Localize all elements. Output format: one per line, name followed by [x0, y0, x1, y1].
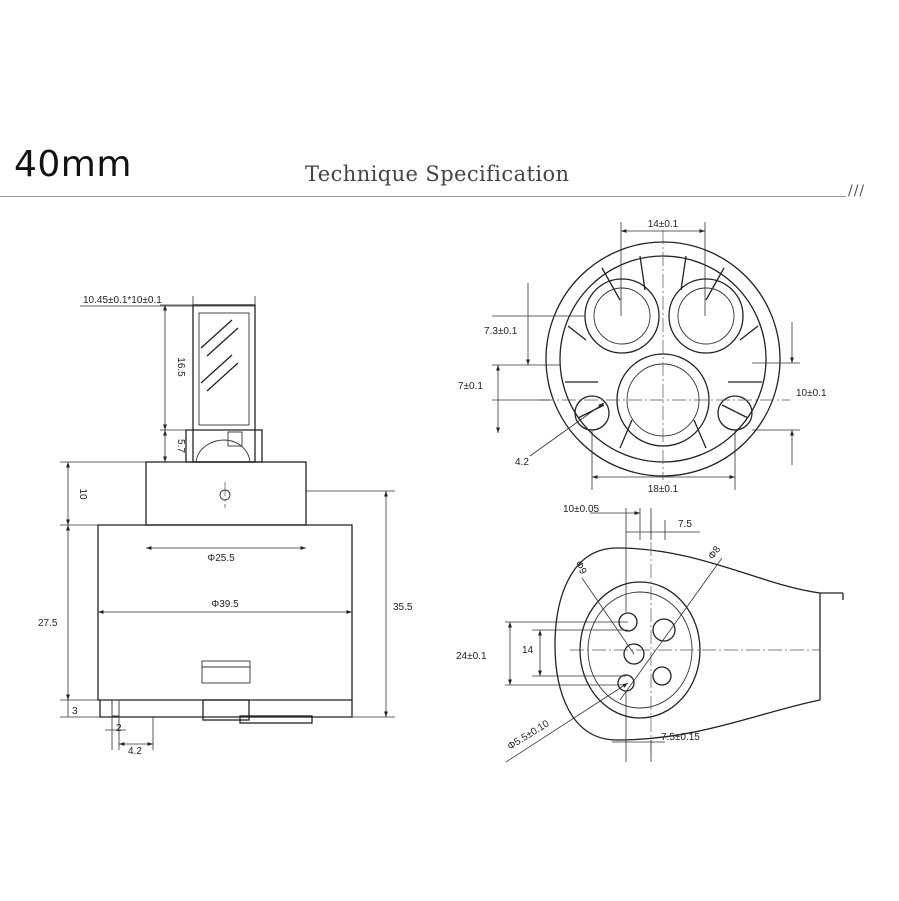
top-width-label: 18±0.1: [648, 484, 679, 495]
page-subtitle: Technique Specification: [305, 162, 570, 186]
side-extension-lines: [60, 304, 395, 718]
bottom-hole-left-leader: [581, 577, 635, 655]
neck-slot: [227, 431, 243, 447]
base-foot: [239, 715, 313, 724]
top-width-ext: [591, 430, 736, 490]
bottom-overall-label: 24±0.1: [456, 651, 487, 662]
top-spacing-label: 14±0.1: [648, 219, 679, 230]
bottom-pin-center: [623, 643, 645, 665]
bottom-inner-label: 14: [522, 645, 534, 656]
bottom-hole-right-leader: [619, 557, 723, 701]
body-diameter-label: Φ39.5: [211, 599, 239, 610]
bottom-offset-a-label: 10±0.05: [563, 504, 600, 515]
side-view: 10.45±0.1*10±0.1 16.5 5.7 10 27.5 3 35.5…: [38, 295, 413, 757]
bottom-offset-b-label: 7.5: [678, 519, 692, 530]
bottom-spacing-label: 7.5±0.15: [661, 732, 700, 743]
header-divider: [0, 196, 846, 197]
bottom-left-ext: [505, 621, 628, 686]
bottom-hole-left-label: Φ9: [572, 559, 588, 577]
base-outline: [99, 700, 353, 718]
bottom-pin-br: [652, 666, 672, 686]
top-spacing-ext: [620, 222, 706, 316]
stem-grip-marks: [200, 319, 239, 392]
page-title: 40mm: [14, 144, 132, 185]
bottom-top-ext: [625, 508, 666, 612]
foot-gap-label: 2: [116, 723, 122, 734]
body-outline: [97, 524, 353, 701]
top-radius-label: 4.2: [515, 457, 529, 468]
header-decor: ///: [848, 183, 866, 199]
top-offset-ext: [492, 315, 585, 401]
neck-arc: [195, 439, 251, 463]
total-height-label: 35.5: [393, 602, 413, 613]
stem-face: [198, 312, 250, 426]
top-hole-small-right: [717, 395, 753, 431]
top-hole-left: [584, 278, 660, 354]
bottom-housing: [554, 547, 844, 741]
stem-height-label: 16.5: [175, 357, 186, 377]
top-hole-left-inner: [593, 287, 651, 345]
bottom-centerlines: [570, 520, 820, 755]
top-view: 14±0.1 7.3±0.1 7±0.1 10±0.1 4.2 18±0.1: [458, 219, 827, 495]
base-height-label: 3: [72, 706, 78, 717]
top-small-height-label: 10±0.1: [796, 388, 827, 399]
base-pin: [111, 699, 120, 717]
bottom-pin-tr: [652, 618, 676, 642]
top-hole-right: [668, 278, 744, 354]
base-tab: [202, 699, 250, 721]
cap-height-label: 10: [77, 488, 88, 500]
foot-width-label: 4.2: [128, 746, 142, 757]
bottom-pin-leader: [505, 682, 629, 763]
bottom-pin-bl: [617, 674, 635, 692]
top-hole-small-left: [574, 395, 610, 431]
top-ribs: [565, 255, 762, 449]
top-hole-right-inner: [677, 287, 735, 345]
neck-height-label: 5.7: [175, 439, 186, 453]
bottom-view: 10±0.05 7.5 Φ9 Φ8 24±0.1 14 Φ5.5±0.10 7.…: [456, 504, 844, 763]
bottom-spacing-ext: [625, 692, 652, 762]
cap-outline: [145, 461, 307, 526]
body-window: [201, 660, 251, 684]
top-radius-leader: [529, 402, 605, 457]
top-offset-lower-label: 7±0.1: [458, 381, 483, 392]
cap-diameter-label: Φ25.5: [207, 553, 235, 564]
top-offset-upper-label: 7.3±0.1: [484, 326, 518, 337]
top-centerlines: [540, 230, 790, 480]
stem-outline: [192, 304, 256, 463]
body-height-label: 27.5: [38, 618, 58, 629]
stem-size-label: 10.45±0.1*10±0.1: [83, 295, 162, 306]
